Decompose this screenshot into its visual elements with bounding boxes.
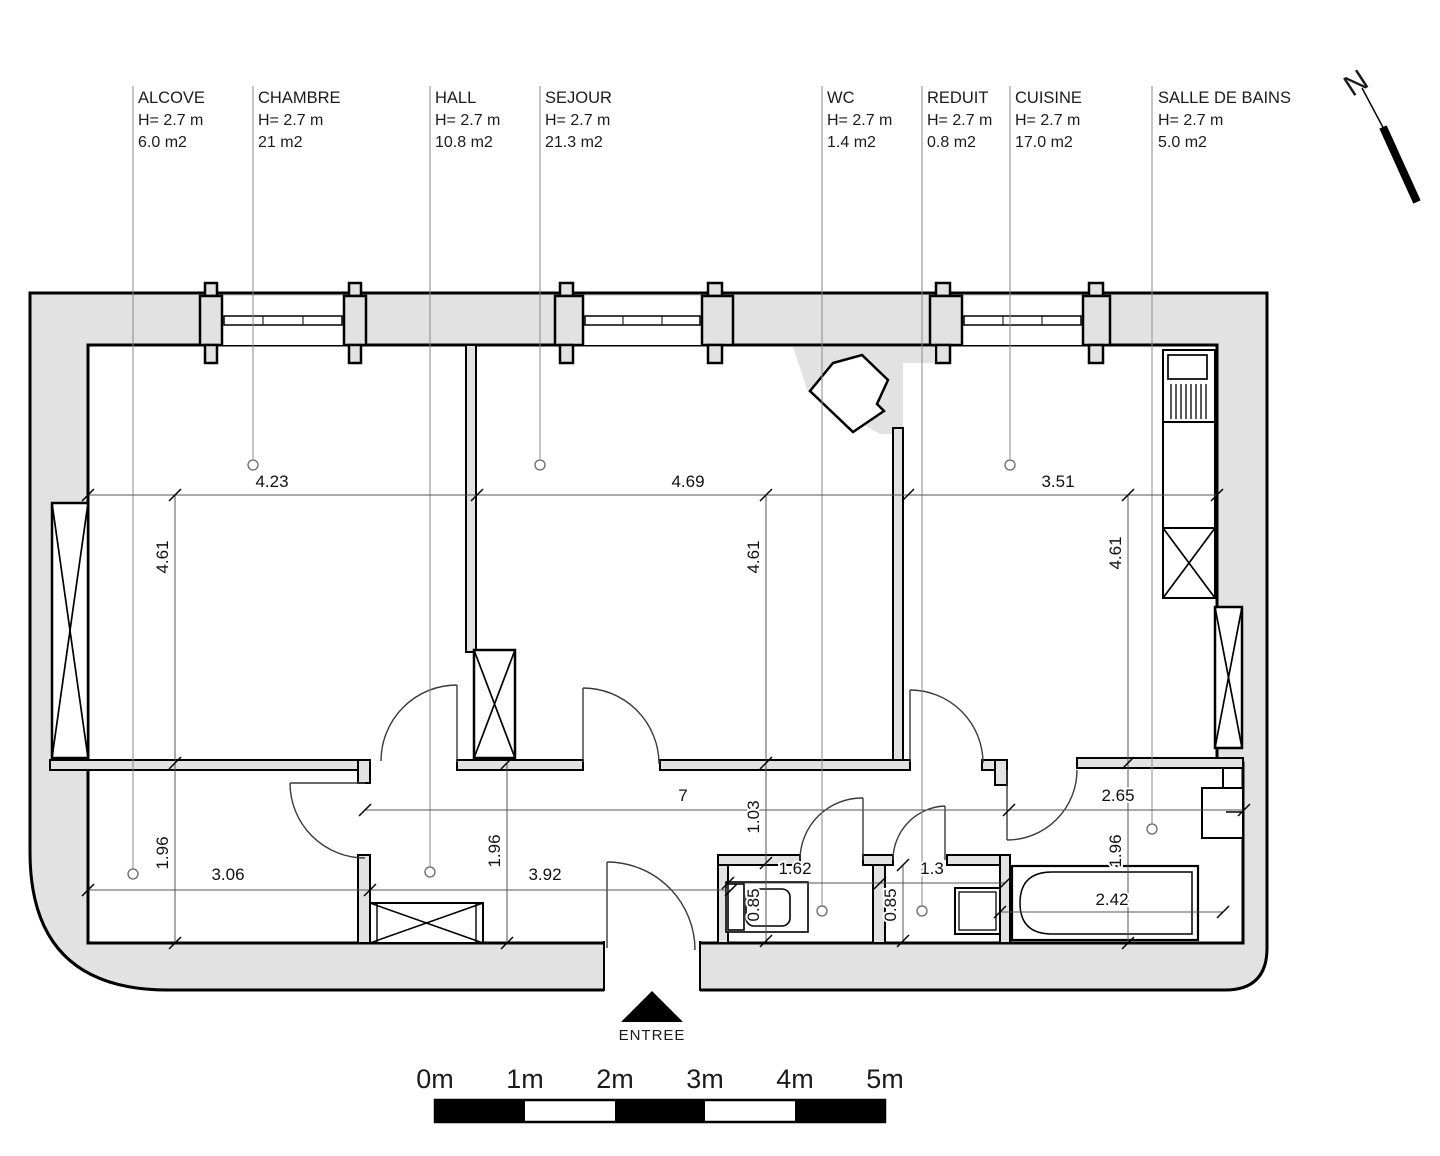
scale-3m: 3m (686, 1064, 724, 1094)
scale-4m: 4m (776, 1064, 814, 1094)
door-cuisine (909, 689, 984, 764)
svg-text:CHAMBRE: CHAMBRE (258, 89, 341, 107)
facade-piers (198, 281, 1112, 365)
svg-text:1.4 m2: 1.4 m2 (827, 134, 876, 151)
bathtub (1010, 864, 1200, 942)
svg-text:ALCOVE: ALCOVE (138, 89, 205, 107)
svg-text:5.0 m2: 5.0 m2 (1158, 134, 1207, 151)
scale-bar: 0m 1m 2m 3m 4m 5m (416, 1064, 904, 1124)
svg-text:H= 2.7 m: H= 2.7 m (1158, 112, 1223, 129)
scale-2m: 2m (596, 1064, 634, 1094)
dim-bathtub-length: 2.42 (1095, 890, 1128, 909)
room-label-cuisine: CUISINE H= 2.7 m 17.0 m2 (1015, 89, 1082, 151)
svg-text:H= 2.7 m: H= 2.7 m (827, 112, 892, 129)
svg-text:H= 2.7 m: H= 2.7 m (927, 112, 992, 129)
left-wall-shaft (50, 501, 90, 760)
svg-text:H= 2.7 m: H= 2.7 m (1015, 112, 1080, 129)
scale-0m: 0m (416, 1064, 454, 1094)
dim-chambre-width: 4.23 (255, 472, 288, 491)
dimension-ticks (81, 488, 1251, 950)
room-labels: ALCOVE H= 2.7 m 6.0 m2 CHAMBRE H= 2.7 m … (138, 89, 1291, 151)
dim-hall-length: 7 (678, 786, 687, 805)
shafts (50, 501, 1244, 760)
toilet (725, 881, 809, 933)
room-leader-markers (127, 459, 1158, 917)
door-chambre (380, 684, 458, 762)
dim-bath-depth: 1.96 (1106, 834, 1125, 867)
entrance-opening (603, 936, 701, 994)
svg-text:17.0 m2: 17.0 m2 (1015, 134, 1073, 151)
svg-text:H= 2.7 m: H= 2.7 m (138, 112, 203, 129)
dim-reduit-width: 1.3 (920, 859, 944, 878)
scale-1m: 1m (506, 1064, 544, 1094)
dim-hall-neck: 1.03 (744, 800, 763, 833)
entrance-label: ENTREE (619, 1027, 686, 1044)
svg-text:H= 2.7 m: H= 2.7 m (435, 112, 500, 129)
dim-cuisine-width: 3.51 (1041, 472, 1074, 491)
door-alcove (289, 782, 366, 859)
alcove-closet (369, 902, 484, 944)
chimney-flue (772, 347, 935, 434)
door-bathroom (1006, 769, 1078, 841)
kitchen-counter (1162, 349, 1216, 599)
svg-text:SALLE DE BAINS: SALLE DE BAINS (1158, 89, 1291, 107)
svg-text:REDUIT: REDUIT (927, 89, 988, 107)
door-sejour (582, 687, 660, 765)
svg-text:H= 2.7 m: H= 2.7 m (258, 112, 323, 129)
interior-walls (49, 344, 1244, 944)
north-arrow: N (1338, 64, 1421, 204)
room-label-hall: HALL H= 2.7 m 10.8 m2 (435, 89, 500, 151)
dimension-lines (88, 494, 1244, 943)
svg-text:CUISINE: CUISINE (1015, 89, 1082, 107)
dim-hall-width: 3.92 (528, 865, 561, 884)
scale-5m: 5m (866, 1064, 904, 1094)
room-label-alcove: ALCOVE H= 2.7 m 6.0 m2 (138, 89, 205, 151)
door-entrance (606, 861, 696, 951)
svg-text:0.8 m2: 0.8 m2 (927, 134, 976, 151)
room-leader-lines (132, 86, 1153, 906)
svg-text:SEJOUR: SEJOUR (545, 89, 612, 107)
kitchen-appliance (1162, 527, 1216, 599)
dim-bath-width: 2.65 (1101, 786, 1134, 805)
kitchen-worktop (1162, 421, 1216, 529)
dim-reduit-depth: 0.85 (881, 888, 900, 921)
svg-text:21.3 m2: 21.3 m2 (545, 134, 603, 151)
dim-hall-depth: 1.96 (485, 834, 504, 867)
sejour-duct (472, 648, 517, 760)
dim-sejour-depth: 4.61 (744, 540, 763, 573)
reduit-cabinet (954, 887, 1001, 935)
room-label-sejour: SEJOUR H= 2.7 m 21.3 m2 (545, 89, 612, 151)
svg-text:21 m2: 21 m2 (258, 134, 303, 151)
entree-marker: ENTREE (619, 991, 686, 1044)
room-label-chambre: CHAMBRE H= 2.7 m 21 m2 (258, 89, 341, 151)
dim-wc-width: 1.62 (778, 859, 811, 878)
doors (289, 684, 1078, 951)
dim-chambre-depth: 4.61 (153, 540, 172, 573)
dimension-labels: 4.23 4.69 3.51 4.61 4.61 4.61 1.96 1.96 … (151, 470, 1137, 924)
svg-text:H= 2.7 m: H= 2.7 m (545, 112, 610, 129)
dim-sejour-width: 4.69 (671, 472, 704, 491)
svg-text:6.0 m2: 6.0 m2 (138, 134, 187, 151)
entrance-arrow-icon (621, 991, 683, 1022)
room-label-salle-de-bains: SALLE DE BAINS H= 2.7 m 5.0 m2 (1158, 89, 1291, 151)
room-label-reduit: REDUIT H= 2.7 m 0.8 m2 (927, 89, 992, 151)
dim-wc-depth: 0.85 (744, 888, 763, 921)
door-reduit (892, 805, 946, 861)
dim-alcove-depth: 1.96 (153, 836, 172, 869)
right-wall-shaft (1213, 605, 1244, 750)
svg-text:10.8 m2: 10.8 m2 (435, 134, 493, 151)
dim-alcove-width: 3.06 (211, 865, 244, 884)
bathroom-sink (1201, 787, 1244, 839)
door-wc (799, 797, 864, 861)
svg-text:HALL: HALL (435, 89, 476, 107)
svg-text:WC: WC (827, 89, 855, 107)
room-label-wc: WC H= 2.7 m 1.4 m2 (827, 89, 892, 151)
north-label: N (1338, 64, 1374, 103)
dim-cuisine-depth: 4.61 (1106, 536, 1125, 569)
